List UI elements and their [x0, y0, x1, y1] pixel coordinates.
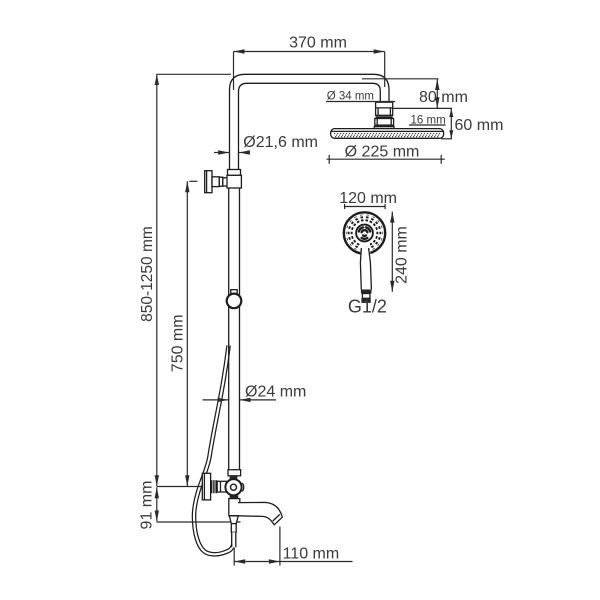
svg-text:91 mm: 91 mm — [138, 481, 155, 530]
svg-text:G1/2: G1/2 — [348, 297, 387, 317]
svg-text:Ø 225 mm: Ø 225 mm — [345, 143, 420, 160]
svg-text:Ø21,6 mm: Ø21,6 mm — [243, 134, 318, 151]
svg-text:850-1250 mm: 850-1250 mm — [139, 226, 156, 322]
svg-text:80 mm: 80 mm — [419, 89, 468, 106]
svg-text:110 mm: 110 mm — [283, 546, 340, 563]
svg-text:370 mm: 370 mm — [289, 35, 347, 52]
svg-text:120 mm: 120 mm — [339, 190, 397, 207]
svg-text:240 mm: 240 mm — [393, 226, 410, 284]
svg-text:Ø24 mm: Ø24 mm — [245, 384, 306, 401]
svg-text:16 mm: 16 mm — [411, 114, 446, 126]
svg-text:Ø 34 mm: Ø 34 mm — [327, 90, 374, 102]
svg-text:60 mm: 60 mm — [455, 117, 504, 134]
svg-text:750 mm: 750 mm — [169, 314, 186, 372]
